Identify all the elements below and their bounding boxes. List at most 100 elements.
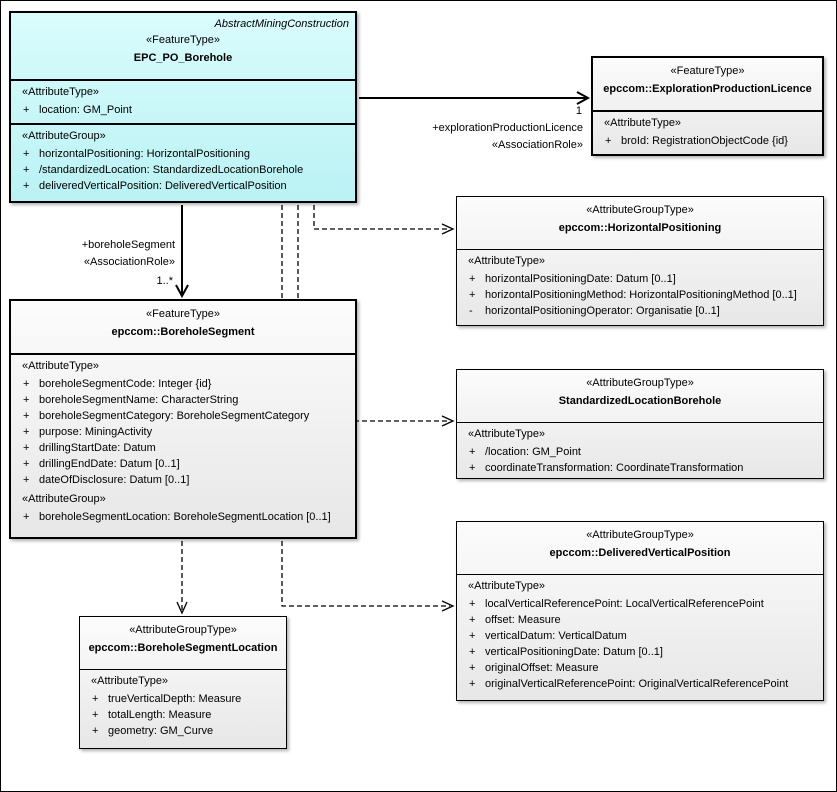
visibility: + xyxy=(92,709,99,721)
section-header: «AttributeType» xyxy=(468,580,546,592)
class-header: «AttributeGroupType» epccom::DeliveredVe… xyxy=(457,522,823,574)
visibility: + xyxy=(23,474,30,486)
visibility: + xyxy=(469,462,476,474)
stereotype-label: «FeatureType» xyxy=(670,65,745,77)
attribute-row: + drillingEndDate: Datum [0..1] xyxy=(15,456,351,472)
attribute-text: verticalDatum: VerticalDatum xyxy=(485,630,627,642)
attribute-text: drillingEndDate: Datum [0..1] xyxy=(39,458,180,470)
attribute-row: +totalLength: Measure xyxy=(84,707,282,723)
attribute-row: + verticalPositioningDate: Datum [0..1] xyxy=(461,644,819,660)
attribute-row: + originalVerticalReferencePoint: Origina… xyxy=(461,676,819,692)
attribute-text: horizontalPositioningOperator: Organisat… xyxy=(485,305,720,317)
attribute-row: + broId: RegistrationObjectCode {id} xyxy=(597,133,818,149)
class-delivered-vertical-position[interactable]: «AttributeGroupType» epccom::DeliveredVe… xyxy=(456,521,824,701)
attribute-text: location: GM_Point xyxy=(39,104,132,116)
class-name: epccom::DeliveredVerticalPosition xyxy=(549,547,731,559)
attribute-row: + verticalDatum: VerticalDatum xyxy=(461,628,819,644)
attribute-row: +geometry: GM_Curve xyxy=(84,723,282,739)
class-exploration-production-licence[interactable]: «FeatureType» epccom::ExplorationProduct… xyxy=(591,56,824,156)
attribute-text: geometry: GM_Curve xyxy=(108,725,214,737)
attribute-text: drillingStartDate: Datum xyxy=(39,442,156,454)
attribute-row: +location: GM_Point xyxy=(15,102,351,118)
attribute-text: broId: RegistrationObjectCode {id} xyxy=(621,135,788,147)
attribute-text: originalVerticalReferencePoint: Original… xyxy=(485,678,789,690)
class-header: «FeatureType» EPC_PO_Borehole xyxy=(11,31,355,79)
attribute-text: verticalPositioningDate: Datum [0..1] xyxy=(485,646,663,658)
class-borehole-segment-location[interactable]: «AttributeGroupType» epccom::BoreholeSeg… xyxy=(79,616,287,749)
segment-role-label: +boreholeSegment xyxy=(81,239,175,251)
attribute-row: + horizontalPositioningDate: Datum [0..1] xyxy=(461,271,819,287)
arrowhead-delivered-vertical-position xyxy=(441,600,455,612)
attribute-row: -horizontalPositioningOperator: Organisa… xyxy=(461,303,819,319)
class-header: «AttributeGroupType» StandardizedLocatio… xyxy=(457,370,823,422)
class-name: EPC_PO_Borehole xyxy=(133,52,233,64)
attribute-text: boreholeSegmentCategory: BoreholeSegment… xyxy=(39,410,310,422)
attribute-row: +/location: GM_Point xyxy=(461,444,819,460)
class-header: «AttributeGroupType» epccom::HorizontalP… xyxy=(457,197,823,249)
attribute-row: +boreholeSegmentLocation: BoreholeSegmen… xyxy=(15,509,351,525)
attribute-section: «AttributeType» +location: GM_Point xyxy=(11,79,355,123)
visibility: + xyxy=(469,678,476,690)
parent-tag-label: AbstractMiningConstruction xyxy=(214,18,349,30)
visibility: + xyxy=(23,458,30,470)
class-borehole-segment[interactable]: «FeatureType» epccom::BoreholeSegment «A… xyxy=(9,299,357,539)
class-name: StandardizedLocationBorehole xyxy=(558,395,722,407)
section-header: «AttributeGroup» xyxy=(22,130,106,142)
class-horizontal-positioning[interactable]: «AttributeGroupType» epccom::HorizontalP… xyxy=(456,196,824,326)
arrowhead-licence xyxy=(576,91,591,105)
visibility: + xyxy=(469,630,476,642)
attribute-row: +offset: Measure xyxy=(461,612,819,628)
arrowhead-horizontal-positioning xyxy=(441,223,455,235)
licence-stereotype-label: «AssociationRole» xyxy=(491,139,583,151)
attribute-text: horizontalPositioningDate: Datum [0..1] xyxy=(485,273,676,285)
visibility: + xyxy=(92,693,99,705)
stereotype-label: «AttributeGroupType» xyxy=(129,624,237,636)
class-epc-po-borehole[interactable]: AbstractMiningConstruction «FeatureType»… xyxy=(9,11,357,203)
attribute-row: +horizontalPositioningMethod: Horizontal… xyxy=(461,287,819,303)
visibility: + xyxy=(469,646,476,658)
visibility: + xyxy=(23,426,30,438)
class-standardized-location-borehole[interactable]: «AttributeGroupType» StandardizedLocatio… xyxy=(456,369,824,479)
section-header: «AttributeType» xyxy=(22,360,100,372)
dependency-horizontal-positioning xyxy=(313,205,450,230)
attribute-group-section: «AttributeGroup» +horizontalPositioning:… xyxy=(11,123,355,201)
visibility: - xyxy=(469,305,473,317)
attribute-text: /standardizedLocation: StandardizedLocat… xyxy=(39,164,304,176)
section-header: «AttributeGroup» xyxy=(22,493,106,505)
visibility: + xyxy=(605,135,612,147)
attribute-section: «AttributeType» +horizontalPositioningDa… xyxy=(457,249,823,325)
arrowhead-standardized-location xyxy=(441,415,455,427)
stereotype-label: «AttributeGroupType» xyxy=(586,529,694,541)
class-header: «AttributeGroupType» epccom::BoreholeSeg… xyxy=(80,617,286,669)
attribute-text: boreholeSegmentLocation: BoreholeSegment… xyxy=(39,511,331,523)
attribute-text: boreholeSegmentCode: Integer {id} xyxy=(39,378,212,390)
visibility: + xyxy=(23,180,30,192)
attribute-row: +localVerticalReferencePoint: LocalVerti… xyxy=(461,596,819,612)
class-name: epccom::HorizontalPositioning xyxy=(558,222,722,234)
attribute-row: + /standardizedLocation: StandardizedLoca… xyxy=(15,162,351,178)
visibility: + xyxy=(23,164,30,176)
visibility: + xyxy=(23,148,30,160)
visibility: + xyxy=(469,289,476,301)
class-name: epccom::BoreholeSegment xyxy=(111,326,255,338)
stereotype-label: «AttributeGroupType» xyxy=(586,204,694,216)
attribute-text: coordinateTransformation: CoordinateTran… xyxy=(485,462,744,474)
attribute-row: +purpose: MiningActivity xyxy=(15,424,351,440)
attribute-text: trueVerticalDepth: Measure xyxy=(108,693,242,705)
segment-stereotype-label: «AssociationRole» xyxy=(83,256,175,268)
attribute-row: + trueVerticalDepth: Measure xyxy=(84,691,282,707)
arrowhead-segment xyxy=(175,284,189,299)
visibility: + xyxy=(23,394,30,406)
attribute-row: +boreholeSegmentCode: Integer {id} xyxy=(15,376,351,392)
visibility: + xyxy=(23,410,30,422)
visibility: + xyxy=(469,273,476,285)
attribute-row: + boreholeSegmentCategory: BoreholeSegmen… xyxy=(15,408,351,424)
class-header: «FeatureType» epccom::BoreholeSegment xyxy=(11,301,355,353)
stereotype-label: «FeatureType» xyxy=(146,308,220,320)
attribute-row: +dateOfDisclosure: Datum [0..1] xyxy=(15,472,351,488)
visibility: + xyxy=(469,446,476,458)
class-header: «FeatureType» epccom::ExplorationProduct… xyxy=(593,58,822,110)
segment-multiplicity-label: 1..* xyxy=(156,275,173,287)
licence-multiplicity-label: 1 xyxy=(575,105,582,117)
attribute-text: originalOffset: Measure xyxy=(485,662,599,674)
